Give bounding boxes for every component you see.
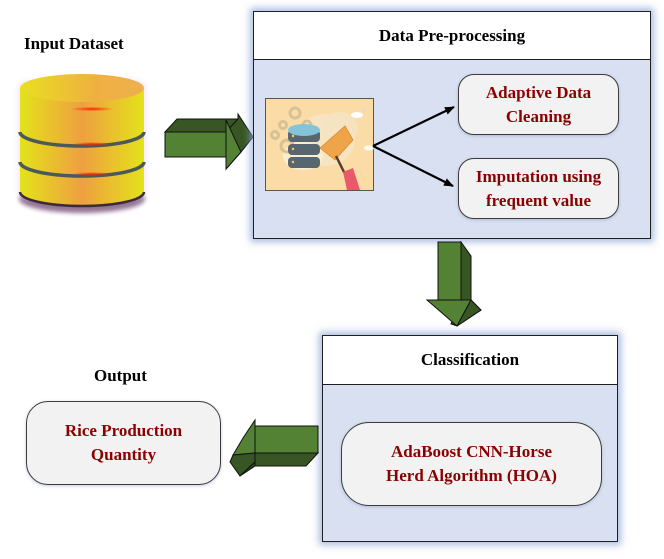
data-cleaning-illustration xyxy=(265,98,374,191)
output-label: Output xyxy=(94,366,147,385)
arrow-to-imputation xyxy=(372,145,454,187)
branch-arrows xyxy=(372,106,455,187)
classification-title: Classification xyxy=(323,336,617,385)
node-line: Adaptive Data xyxy=(485,82,592,102)
arrow-down-icon xyxy=(425,240,482,327)
node-line: Imputation using xyxy=(475,166,602,186)
node-line: frequent value xyxy=(486,190,591,210)
node-line: Rice Production xyxy=(64,421,183,440)
arrow-to-cleaning xyxy=(372,106,455,147)
arrow-left-icon xyxy=(229,418,320,477)
input-dataset-label: Input Dataset xyxy=(24,34,124,53)
preprocessing-title: Data Pre-processing xyxy=(254,12,650,60)
node-line: Quantity xyxy=(90,445,157,464)
node-line: Cleaning xyxy=(505,106,572,126)
adaptive-data-cleaning-node: Adaptive Data Cleaning xyxy=(458,74,619,135)
node-line: AdaBoost CNN-Horse xyxy=(390,442,552,461)
imputation-node: Imputation using frequent value xyxy=(458,158,619,219)
rice-production-quantity-node: Rice Production Quantity xyxy=(26,401,221,485)
adaboost-cnn-hoa-node: AdaBoost CNN-Horse Herd Algorithm (HOA) xyxy=(341,422,602,506)
database-icon xyxy=(17,74,147,213)
arrow-right-icon xyxy=(163,112,254,171)
node-line: Herd Algorithm (HOA) xyxy=(386,466,557,485)
